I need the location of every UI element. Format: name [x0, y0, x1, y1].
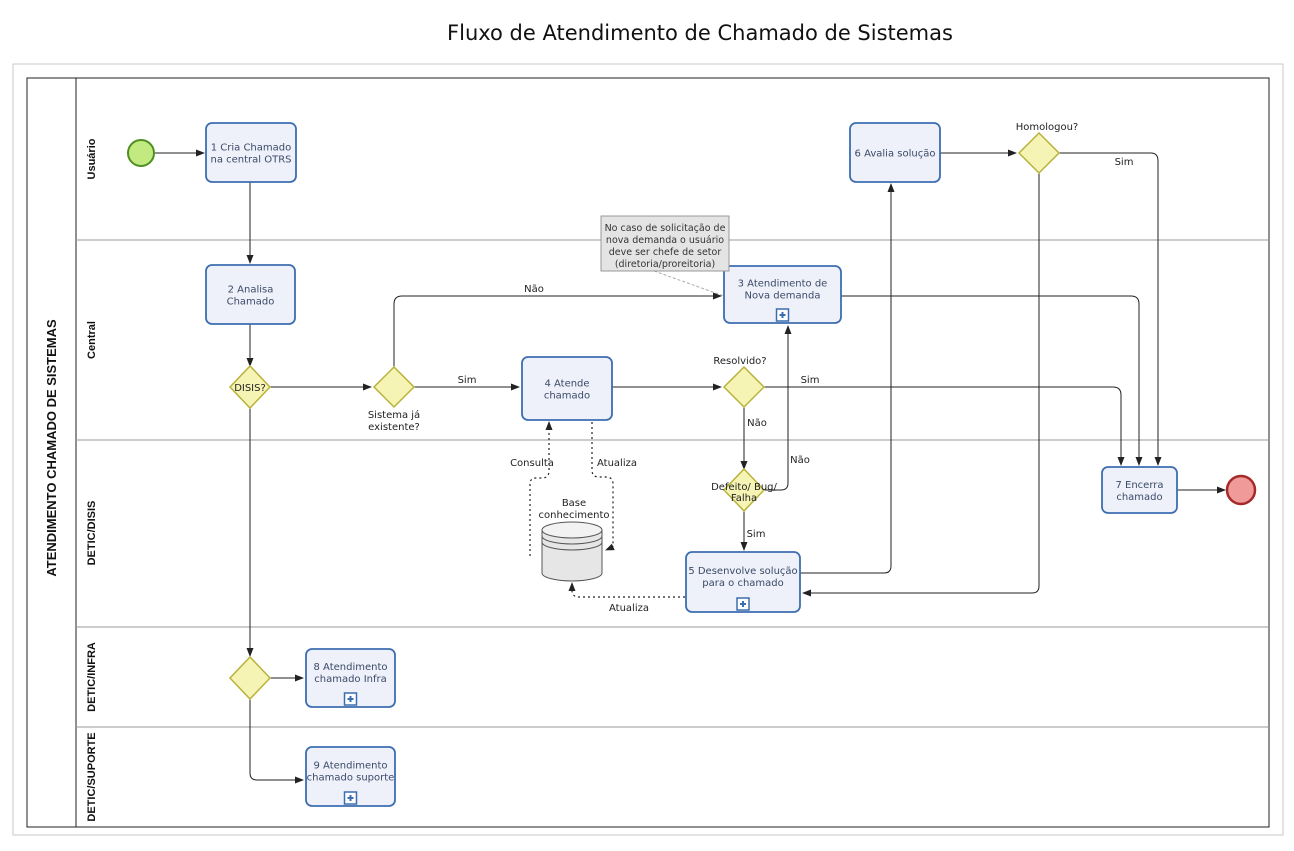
- lane-label-suporte: DETIC/SUPORTE: [86, 732, 98, 821]
- task-label: na central OTRS: [210, 155, 291, 166]
- task-box[interactable]: [1101, 466, 1178, 514]
- flow-label-sim-homologou: Sim: [1115, 157, 1134, 168]
- gateway-homologou[interactable]: [1017, 131, 1061, 175]
- datastore-base-conhecimento[interactable]: [541, 521, 603, 582]
- datastore-label-1: Base: [562, 498, 586, 509]
- flow-label-atualiza-2: Atualiza: [609, 603, 649, 614]
- task-box[interactable]: [849, 122, 941, 183]
- annotation-line-1: No caso de solicitação de: [605, 223, 726, 234]
- flow-homologou-to-task5: [802, 173, 1040, 597]
- gateway-resolvido[interactable]: [722, 365, 766, 409]
- subprocess-plus-icon[interactable]: [736, 597, 750, 611]
- flow-sistema-to-task3: [393, 292, 722, 367]
- gateway-disis[interactable]: DISIS?: [228, 364, 272, 410]
- task-label: 5 Desenvolve solução: [688, 566, 797, 577]
- task-label: 1 Cria Chamado: [211, 143, 292, 154]
- task-label: para o chamado: [702, 578, 784, 589]
- task-box[interactable]: [205, 264, 296, 325]
- flow-gateway-to-task9: [249, 699, 304, 784]
- lane-dividers: [76, 239, 1269, 728]
- start-event[interactable]: [127, 139, 155, 167]
- task-box[interactable]: [305, 648, 396, 708]
- gateway-disis-label: DISIS?: [234, 383, 266, 394]
- text-annotation[interactable]: No caso de solicitação de nova demanda o…: [600, 215, 730, 272]
- diagram-title: Fluxo de Atendimento de Chamado de Siste…: [447, 21, 953, 45]
- task-label: chamado Infra: [314, 674, 387, 685]
- end-event[interactable]: [1225, 474, 1257, 506]
- annotation-connector: [653, 270, 725, 297]
- annotation-line-3: deve ser chefe de setor: [609, 247, 722, 258]
- flow-task3-to-task7: [841, 295, 1143, 466]
- assoc-atualiza-1: [591, 422, 615, 551]
- gateway-defeito-label-1: Defeito/ Bug/: [711, 482, 777, 493]
- pool: ATENDIMENTO CHAMADO DE SISTEMAS: [26, 77, 1270, 828]
- task-label: chamado: [1116, 492, 1162, 503]
- task-label: 7 Encerra: [1115, 480, 1163, 491]
- task-label: 6 Avalia solução: [855, 149, 936, 160]
- flow-label-atualiza-1: Atualiza: [597, 458, 637, 469]
- assoc-atualiza-2: [568, 582, 685, 598]
- flow-label-consulta: Consulta: [510, 458, 554, 469]
- task-label: Chamado: [227, 297, 275, 308]
- gateway-defeito-label-2: Falha: [731, 493, 757, 504]
- flow-resolvido-to-task7: [764, 386, 1125, 466]
- lane-label-central: Central: [86, 321, 98, 359]
- annotation-line-4: (diretoria/proreitoria): [615, 259, 715, 270]
- task-t6[interactable]: 6 Avalia solução: [849, 122, 941, 183]
- task-box[interactable]: [521, 356, 613, 421]
- task-label: 8 Atendimento: [313, 662, 387, 673]
- task-label: chamado suporte: [307, 773, 395, 784]
- flow-label-nao-nova: Não: [524, 284, 544, 295]
- gateway-infra[interactable]: [228, 655, 272, 701]
- lane-label-disis: DETIC/DISIS: [86, 501, 98, 566]
- subprocess-plus-icon[interactable]: [343, 692, 358, 706]
- task-label: chamado: [544, 391, 590, 402]
- gateway-homologou-label: Homologou?: [1016, 122, 1079, 133]
- flow-homologou-to-task7: [1059, 152, 1162, 466]
- subprocess-plus-icon[interactable]: [343, 791, 358, 805]
- task-box[interactable]: [305, 746, 396, 807]
- flow-task5-to-task6: [800, 183, 895, 574]
- annotation-line-2: nova demanda o usuário: [606, 235, 724, 246]
- gateway-sistema[interactable]: [372, 365, 416, 409]
- task-box[interactable]: [205, 122, 297, 183]
- flow-label-sim-atende: Sim: [458, 375, 477, 386]
- task-label: 3 Atendimento de: [738, 279, 828, 290]
- lane-label-infra: DETIC/INFRA: [86, 642, 98, 712]
- lane-label-usuario: Usuário: [86, 138, 98, 179]
- task-label: 9 Atendimento: [313, 761, 387, 772]
- task-box[interactable]: [723, 265, 842, 324]
- gateway-resolvido-label: Resolvido?: [713, 356, 766, 367]
- task-label: Nova demanda: [744, 291, 820, 302]
- flow-defeito-to-task3: [764, 325, 792, 491]
- flow-label-sim-defeito: Sim: [747, 529, 766, 540]
- flow-label-sim-resolvido: Sim: [801, 375, 820, 386]
- subprocess-plus-icon[interactable]: [775, 308, 790, 322]
- flow-label-nao-defeito: Não: [790, 455, 810, 466]
- task-label: 2 Analisa: [228, 285, 274, 296]
- datastore-label-2: conhecimento: [539, 510, 610, 521]
- flow-label-nao-resolvido: Não: [747, 418, 767, 429]
- task-label: 4 Atende: [544, 379, 589, 390]
- data-associations: [529, 421, 685, 598]
- gateway-sistema-label-2: existente?: [368, 422, 420, 433]
- gateway-sistema-label-1: Sistema já: [368, 409, 420, 421]
- sequence-flows: [155, 149, 1226, 784]
- gateway-defeito[interactable]: Defeito/ Bug/ Falha: [711, 467, 778, 513]
- task-box[interactable]: [685, 551, 801, 613]
- assoc-consulta: [529, 421, 553, 556]
- diagram-frame: [12, 63, 1284, 836]
- pool-label: ATENDIMENTO CHAMADO DE SISTEMAS: [44, 319, 59, 577]
